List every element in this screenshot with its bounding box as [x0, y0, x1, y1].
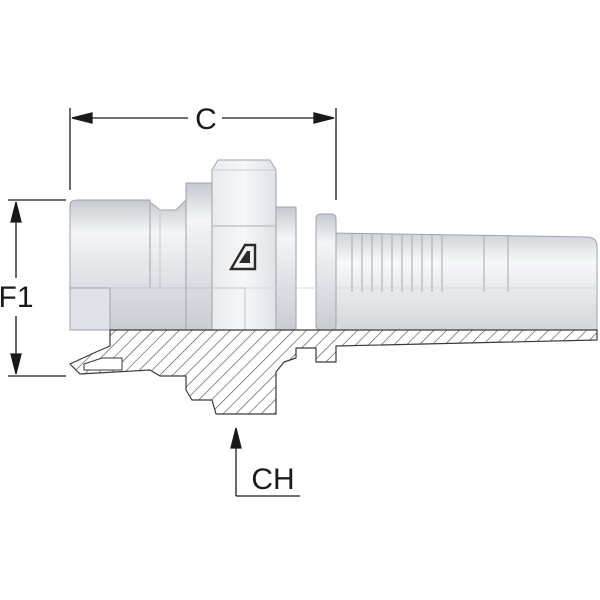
face-step: [69, 287, 111, 331]
manufacturer-logo: [228, 243, 257, 271]
collar-ring: [315, 213, 337, 331]
dimension-c: [69, 108, 337, 200]
hose-tail: [329, 232, 598, 331]
section-view: [69, 329, 598, 415]
dimension-f1-label: F1: [0, 281, 34, 314]
hex-nut: [185, 159, 277, 331]
dimension-f1: [8, 199, 66, 377]
fitting-exterior: [69, 159, 598, 331]
dimension-c-label: C: [195, 103, 217, 136]
hatched-section: [69, 329, 598, 415]
dimension-ch: [230, 427, 300, 497]
seal-groove: [83, 357, 123, 371]
dimension-ch-label: CH: [251, 463, 294, 496]
shoulder: [275, 206, 297, 331]
tail-serrations: [351, 234, 509, 292]
